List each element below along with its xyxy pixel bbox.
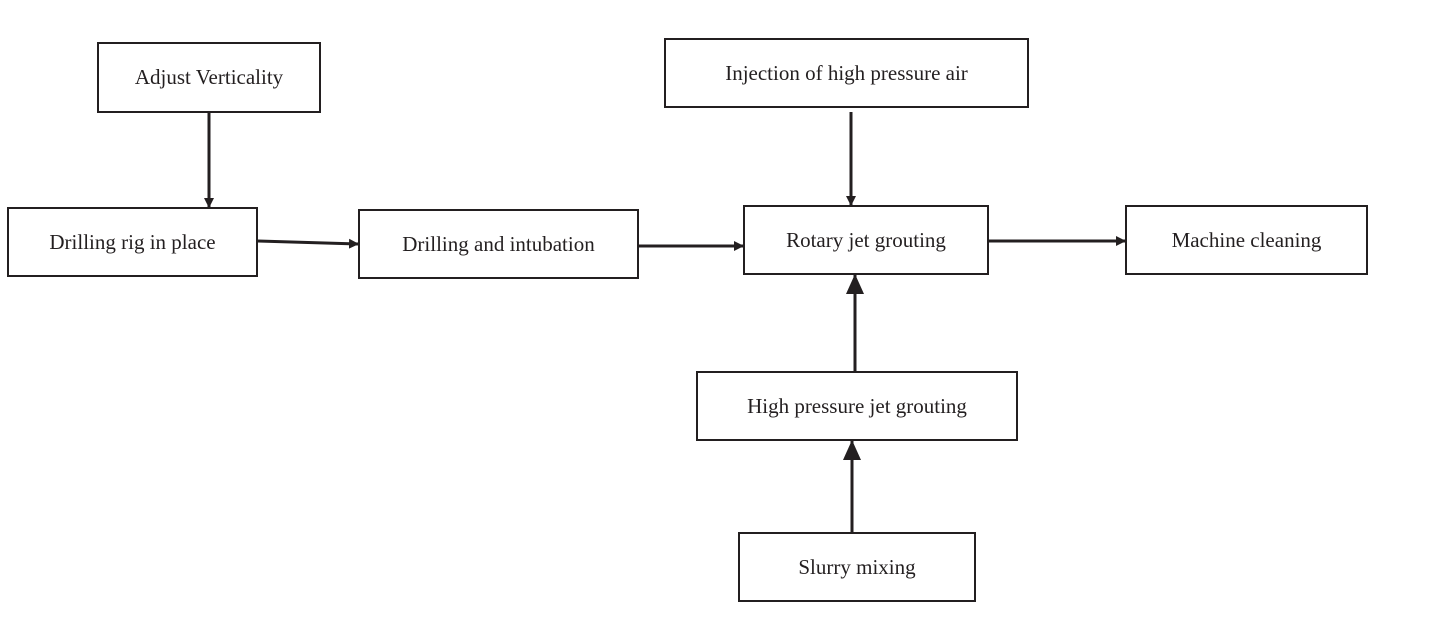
node-label: Slurry mixing xyxy=(798,554,916,579)
node-injection-of-high-pressure-air: Injection of high pressure air xyxy=(664,38,1029,108)
node-label: Adjust Verticality xyxy=(134,65,284,89)
node-label: Injection of high pressure air xyxy=(725,60,968,85)
node-high-pressure-jet-grouting: High pressure jet grouting xyxy=(696,371,1018,441)
node-label: Drilling rig in place xyxy=(49,229,216,254)
node-label: High pressure jet grouting xyxy=(747,393,967,418)
node-machine-cleaning: Machine cleaning xyxy=(1125,205,1368,275)
node-slurry-mixing: Slurry mixing xyxy=(738,532,976,602)
node-rotary-jet-grouting: Rotary jet grouting xyxy=(743,205,989,275)
node-drilling-and-intubation: Drilling and intubation xyxy=(358,209,639,279)
node-label: Drilling and intubation xyxy=(402,231,595,256)
arrow-drilling-rig-in-place-to-drilling-and-intubation xyxy=(257,238,359,249)
node-drilling-rig-in-place: Drilling rig in place xyxy=(7,207,258,277)
node-label: Rotary jet grouting xyxy=(786,227,946,252)
node-label: Machine cleaning xyxy=(1171,227,1322,252)
node-adjust-verticality: Adjust Verticality xyxy=(97,42,321,113)
